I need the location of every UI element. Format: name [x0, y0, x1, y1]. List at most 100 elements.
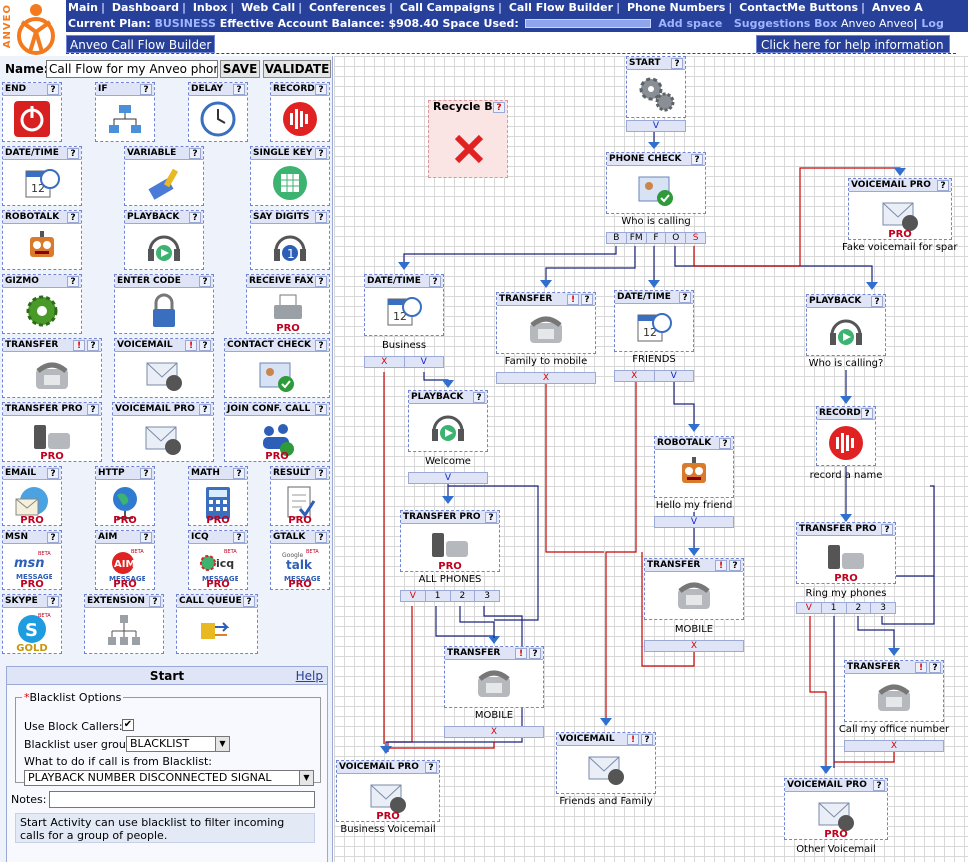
flow-canvas[interactable]: START? V Recycle Bin? PHONE CHECK? Who i… — [334, 56, 968, 862]
nav-anveo-a[interactable]: Anveo A — [871, 1, 923, 14]
notes-input[interactable] — [49, 791, 315, 808]
port-2[interactable]: 2 — [451, 591, 476, 601]
help-icon[interactable]: ? — [199, 404, 211, 415]
node-transfer-pro-ring[interactable]: TRANSFER PRO? PRO — [796, 522, 896, 584]
node-record[interactable]: RECORD? — [816, 406, 876, 466]
node-transfer-family[interactable]: TRANSFER!? — [496, 292, 596, 354]
flow-name-input[interactable]: Call Flow for my Anveo phone — [46, 60, 218, 78]
help-icon[interactable]: ? — [189, 148, 201, 159]
help-icon[interactable]: ? — [233, 468, 245, 479]
palette-single-key[interactable]: SINGLE KEY? — [250, 146, 330, 206]
palette-playback[interactable]: PLAYBACK? — [124, 210, 204, 270]
help-icon[interactable]: ? — [315, 84, 327, 95]
help-icon[interactable]: ? — [315, 276, 327, 287]
palette-enter-code[interactable]: ENTER CODE? — [114, 274, 214, 334]
panel-help-link[interactable]: Help — [295, 669, 323, 683]
help-icon[interactable]: ? — [861, 408, 873, 419]
palette-say-digits[interactable]: SAY DIGITS? 1 — [250, 210, 330, 270]
palette-contact-check[interactable]: CONTACT CHECK? — [224, 338, 330, 398]
port-v[interactable]: V — [420, 357, 427, 367]
help-icon[interactable]: ? — [881, 524, 893, 535]
port-v[interactable]: V — [670, 371, 677, 381]
port-x[interactable]: X — [890, 741, 898, 751]
help-icon[interactable]: ? — [243, 596, 255, 607]
port-x[interactable]: X — [615, 371, 655, 381]
help-icon[interactable]: ? — [189, 212, 201, 223]
anveo-logo[interactable]: ANVEO — [0, 0, 64, 56]
help-icon[interactable]: ? — [47, 596, 59, 607]
help-icon[interactable]: ? — [871, 296, 883, 307]
palette-voicemail[interactable]: VOICEMAIL!? — [114, 338, 214, 398]
help-icon[interactable]: ? — [87, 340, 99, 351]
group-select[interactable]: BLACKLIST▼ — [126, 736, 230, 752]
save-button[interactable]: SAVE — [220, 60, 260, 78]
help-icon[interactable]: ? — [473, 392, 485, 403]
node-voicemail-friends[interactable]: VOICEMAIL!? — [556, 732, 656, 794]
add-space-link[interactable]: Add space — [658, 17, 723, 30]
help-icon[interactable]: ? — [67, 276, 79, 287]
node-voicemail-other[interactable]: VOICEMAIL PRO? PRO — [784, 778, 888, 840]
help-icon[interactable]: ? — [315, 148, 327, 159]
logout-link[interactable]: Log — [921, 17, 944, 30]
help-icon[interactable]: ? — [315, 468, 327, 479]
nav-inbox[interactable]: Inbox — [192, 1, 228, 14]
help-icon[interactable]: ? — [140, 84, 152, 95]
help-icon[interactable]: ? — [729, 560, 741, 571]
port-v[interactable]: V — [797, 603, 822, 613]
node-start[interactable]: START? — [626, 56, 686, 118]
nav-call-flow-builder[interactable]: Call Flow Builder — [508, 1, 614, 14]
palette-variable[interactable]: VARIABLE? — [124, 146, 204, 206]
help-icon[interactable]: ? — [315, 404, 327, 415]
port-f[interactable]: F — [647, 233, 667, 243]
help-icon[interactable]: ? — [67, 148, 79, 159]
palette-delay[interactable]: DELAY? — [188, 82, 248, 142]
help-icon[interactable]: ? — [429, 276, 441, 287]
palette-receive-fax[interactable]: RECEIVE FAX? PRO — [246, 274, 330, 334]
node-playback-who[interactable]: PLAYBACK? — [806, 294, 886, 356]
help-icon[interactable]: ? — [937, 180, 949, 191]
help-icon[interactable]: ? — [199, 340, 211, 351]
nav-web-call[interactable]: Web Call — [241, 1, 296, 14]
port-v[interactable]: V — [690, 517, 698, 527]
port-s[interactable]: S — [692, 233, 699, 243]
palette-transfer-pro[interactable]: TRANSFER PRO? PRO — [2, 402, 102, 462]
port-v[interactable]: V — [444, 473, 452, 483]
palette-call-queue[interactable]: CALL QUEUE? — [176, 594, 258, 654]
node-playback-welcome[interactable]: PLAYBACK? — [408, 390, 488, 452]
nav-main[interactable]: Main — [68, 1, 98, 14]
nav-call-campaigns[interactable]: Call Campaigns — [399, 1, 495, 14]
palette-gizmo[interactable]: GIZMO? — [2, 274, 82, 334]
help-icon[interactable]: ? — [671, 58, 683, 69]
node-date-business[interactable]: DATE/TIME? 12 — [364, 274, 444, 336]
nav-phone-numbers[interactable]: Phone Numbers — [626, 1, 726, 14]
palette-date-time[interactable]: DATE/TIME? 12 — [2, 146, 82, 206]
port-3[interactable]: 3 — [484, 591, 490, 601]
help-icon[interactable]: ? — [140, 468, 152, 479]
nav-conferences[interactable]: Conferences — [308, 1, 386, 14]
node-date-friends[interactable]: DATE/TIME? 12 — [614, 290, 694, 352]
node-robotalk[interactable]: ROBOTALK? — [654, 436, 734, 498]
help-icon[interactable]: ? — [140, 532, 152, 543]
node-phone-check[interactable]: PHONE CHECK? — [606, 152, 706, 214]
help-icon[interactable]: ? — [87, 404, 99, 415]
port-1[interactable]: 1 — [822, 603, 847, 613]
help-icon[interactable]: ? — [873, 780, 885, 791]
palette-if[interactable]: IF? — [95, 82, 155, 142]
port-v[interactable]: V — [652, 121, 660, 131]
help-icon[interactable]: ? — [485, 512, 497, 523]
help-icon[interactable]: ? — [315, 340, 327, 351]
palette-voicemail-pro[interactable]: VOICEMAIL PRO? — [112, 402, 214, 462]
node-voicemail-spam[interactable]: VOICEMAIL PRO? PRO — [848, 178, 952, 240]
help-icon[interactable]: ? — [425, 762, 437, 773]
help-icon[interactable]: ? — [529, 648, 541, 659]
help-icon[interactable]: ? — [493, 102, 505, 113]
palette-math[interactable]: MATH? PRO — [188, 466, 248, 526]
action-select[interactable]: PLAYBACK NUMBER DISCONNECTED SIGNAL▼ — [24, 770, 314, 786]
help-icon[interactable]: ? — [679, 292, 691, 303]
palette-robotalk[interactable]: ROBOTALK? — [2, 210, 82, 270]
port-x[interactable]: X — [365, 357, 405, 367]
help-icon[interactable]: ? — [199, 276, 211, 287]
